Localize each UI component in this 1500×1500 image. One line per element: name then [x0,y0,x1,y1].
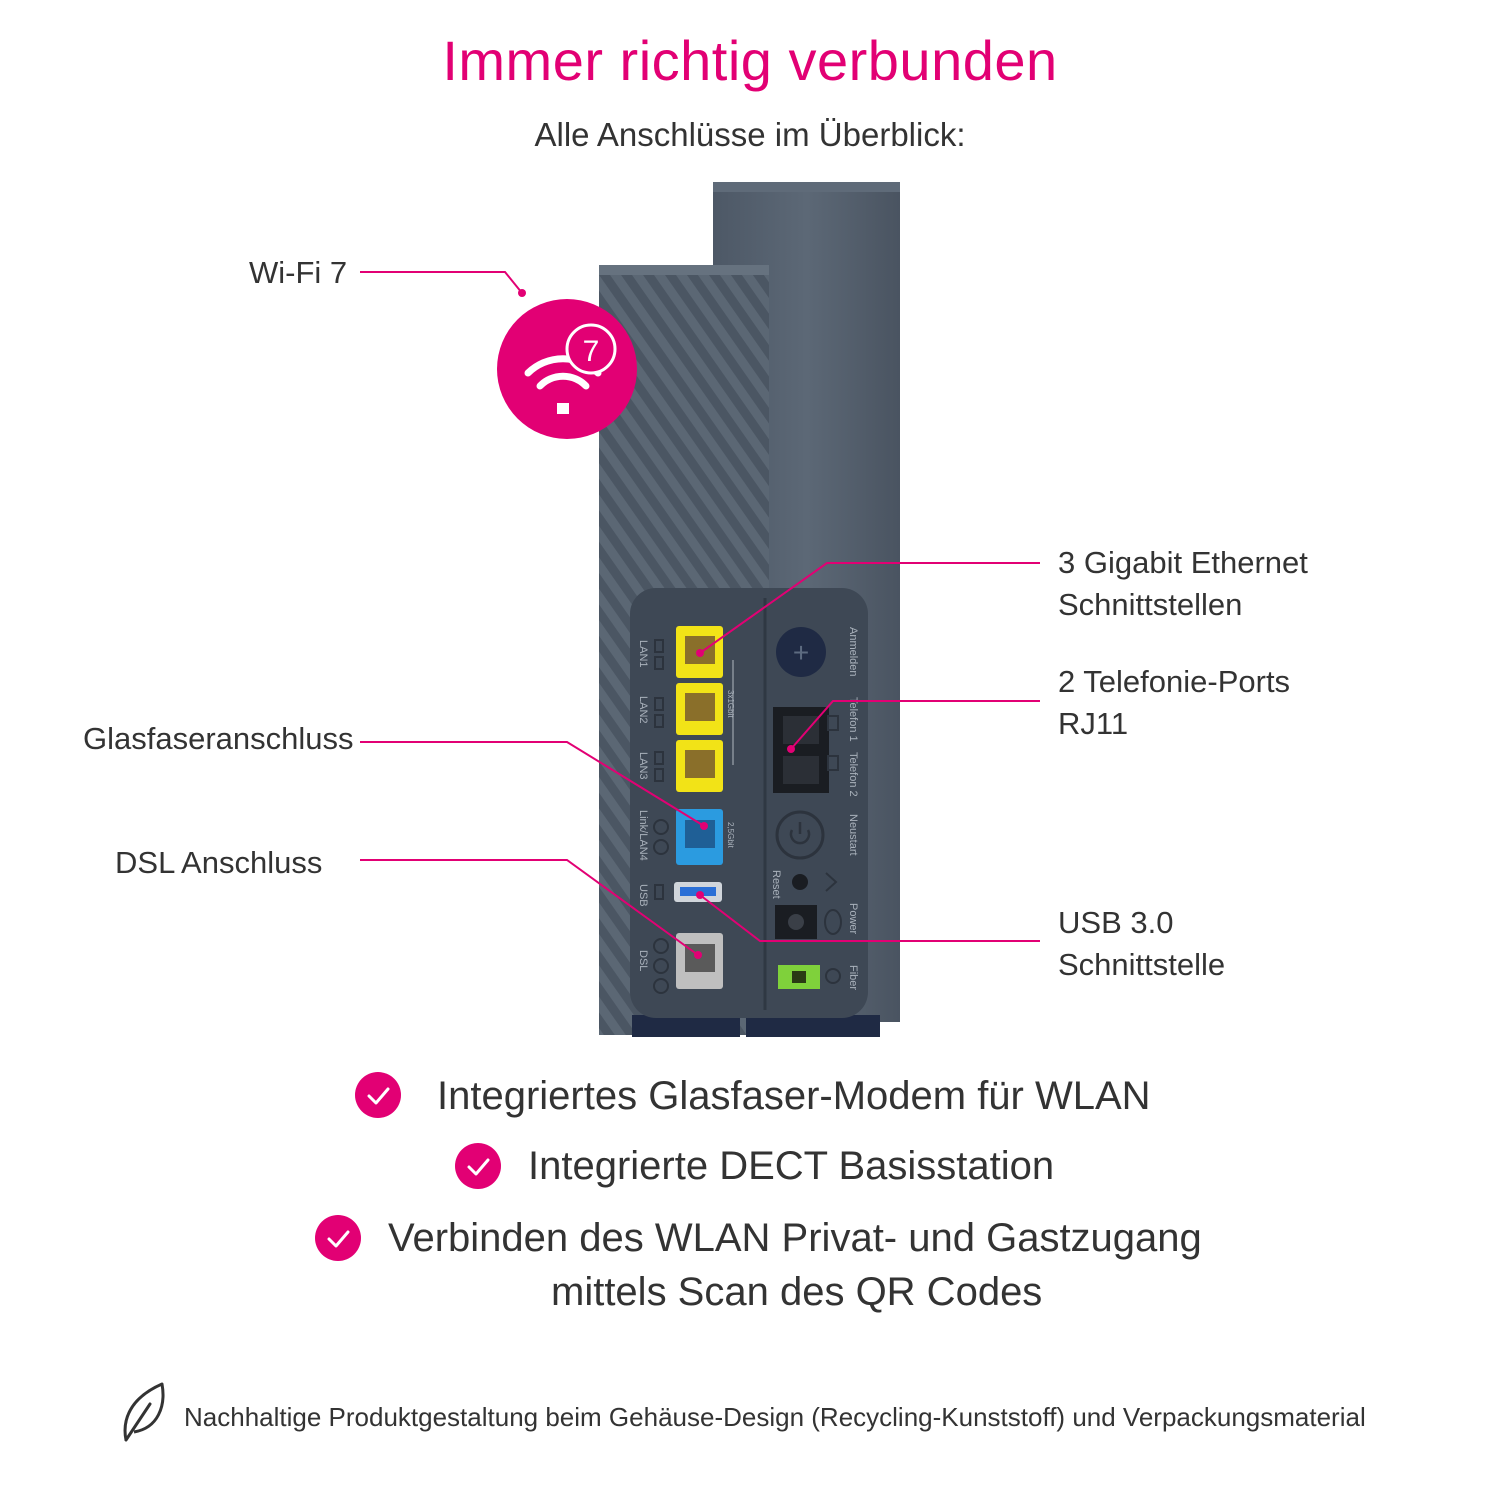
reset-hole [792,874,808,890]
svg-text:+: + [793,637,809,668]
label-power: Power [847,903,859,935]
label-lan1: LAN1 [637,640,649,668]
callout-glasfaser: Glasfaseranschluss [83,721,354,756]
wifi7-badge-number: 7 [583,335,600,368]
label-reset: Reset [770,870,782,899]
page-title: Immer richtig verbunden [442,29,1058,92]
check-icon [355,1072,401,1118]
neustart-button [775,810,825,860]
callout-dsl: DSL Anschluss [115,845,323,880]
wifi-callout-line [360,271,523,294]
anmelden-button [776,627,826,677]
leaf-icon [123,1382,165,1442]
callout-ethernet-line2: Schnittstellen [1058,587,1243,622]
page-subtitle: Alle Anschlüsse im Überblick: [534,116,966,153]
callout-ethernet-line1: 3 Gigabit Ethernet [1058,545,1308,580]
label-neustart: Neustart [847,814,859,856]
label-fiber: Fiber [847,965,859,990]
label-telefon1: Telefon 1 [847,697,859,742]
telefonie-callout-line [790,700,1040,750]
callout-usb-line1: USB 3.0 [1058,905,1174,940]
usb-callout-line [699,894,1040,942]
label-3x1gbit: 3x1Gbit [726,690,735,718]
check-icon [315,1215,361,1261]
label-usb: USB [637,884,649,907]
wifi7-badge: 7 [497,299,637,439]
callout-usb-line2: Schnittstelle [1058,947,1226,982]
callout-ethernet: 3 Gigabit Ethernet Schnittstellen [1058,542,1308,626]
footer-sustainability-text: Nachhaltige Produktgestaltung beim Gehäu… [184,1402,1366,1432]
label-lan2: LAN2 [637,696,649,724]
dsl-callout-line [360,859,699,956]
ethernet-callout-line [699,562,1040,654]
label-lan3: LAN3 [637,752,649,780]
callout-telefonie: 2 Telefonie-Ports RJ11 [1058,661,1290,745]
feature-glasfaser-modem: Integriertes Glasfaser-Modem für WLAN [437,1074,1151,1118]
callout-usb: USB 3.0 Schnittstelle [1058,902,1225,986]
feature-qr-line1: Verbinden des WLAN Privat- und Gastzugan… [388,1216,1202,1260]
label-dsl: DSL [637,950,649,971]
label-link-lan4: Link/LAN4 [637,810,649,861]
feature-dect: Integrierte DECT Basisstation [528,1144,1055,1188]
label-telefon2: Telefon 2 [847,752,859,797]
callout-telefonie-line1: 2 Telefonie-Ports [1058,664,1291,699]
label-anmelden: Anmelden [847,627,859,677]
label-25gbit: 2,5Gbit [726,822,735,849]
callout-telefonie-line2: RJ11 [1058,706,1129,741]
check-icon [455,1143,501,1189]
glasfaser-callout-line [360,741,705,827]
feature-qr-line2: mittels Scan des QR Codes [551,1270,1043,1314]
callout-wifi7: Wi-Fi 7 [249,255,348,290]
